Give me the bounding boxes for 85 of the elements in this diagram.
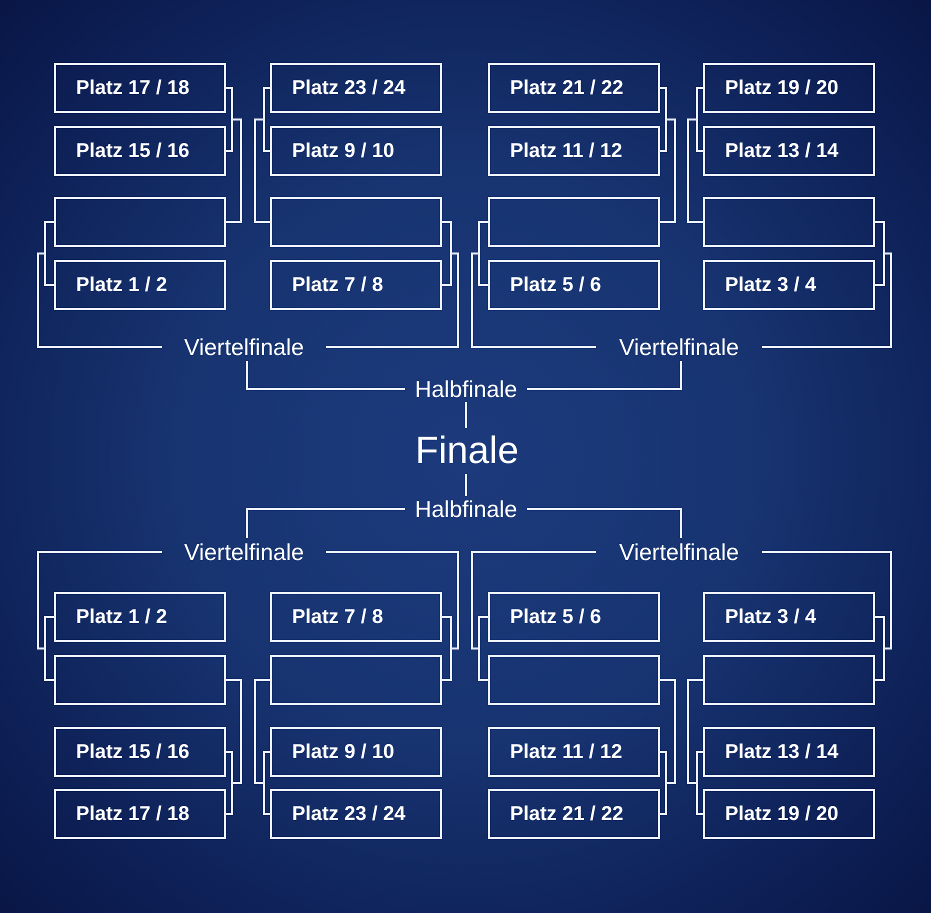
placement-label: Platz 19 / 20 [725, 76, 838, 100]
placement-label: Platz 1 / 2 [76, 606, 168, 628]
round-label: Viertelfinale [162, 538, 326, 566]
round-label: Halbfinale [405, 496, 527, 522]
bracket-slot-box [703, 789, 875, 839]
bracket-slot-box [270, 789, 442, 839]
bracket-slot-box [703, 592, 875, 642]
bracket-slot-box [54, 126, 226, 176]
bracket-line [326, 551, 459, 650]
round-label: Viertelfinale [596, 333, 762, 361]
bracket-slot-box [488, 126, 660, 176]
placement-label: Platz 23 / 24 [292, 802, 406, 826]
placement-label: Platz 15 / 16 [76, 740, 190, 764]
bracket-line [246, 508, 405, 538]
placement-label: Platz 23 / 24 [292, 76, 406, 100]
bracket-slot-box [703, 126, 875, 176]
bracket-line [465, 402, 467, 428]
bracket-line [465, 474, 467, 496]
placement-label: Platz 17 / 18 [76, 76, 190, 100]
placement-label: Platz 11 / 12 [510, 740, 622, 764]
bracket-line [762, 551, 892, 650]
bracket-slot-box [703, 655, 875, 705]
bracket-slot-box [54, 655, 226, 705]
placement-label: Platz 15 / 16 [76, 140, 190, 162]
bracket-slot-box [488, 655, 660, 705]
bracket-slot-box [270, 655, 442, 705]
placement-label: Platz 21 / 22 [510, 76, 624, 100]
bracket-slot-box [54, 197, 226, 247]
bracket-line [660, 679, 676, 815]
bracket-slot-box [270, 727, 442, 777]
bracket-slot-box [703, 197, 875, 247]
placement-label: Platz 13 / 14 [725, 140, 838, 162]
bracket-slot-box [703, 727, 875, 777]
bracket-line [37, 252, 162, 348]
bracket-line [660, 118, 676, 223]
bracket-slot-box [54, 789, 226, 839]
bracket-slot-box [488, 197, 660, 247]
bracket-slot-box [270, 63, 442, 113]
round-label: Viertelfinale [596, 538, 762, 566]
bracket-line [527, 508, 682, 538]
bracket-line [326, 252, 459, 348]
bracket-slot-box [488, 727, 660, 777]
bracket-line [687, 118, 703, 223]
placement-label: Platz 7 / 8 [292, 274, 384, 296]
bracket-line [471, 252, 596, 348]
bracket-slot-box [488, 260, 660, 310]
round-label: Halbfinale [405, 376, 527, 402]
bracket-line [246, 361, 405, 390]
bracket-slot-box [488, 592, 660, 642]
bracket-line [254, 679, 270, 815]
bracket-line [226, 118, 242, 223]
bracket-slot-box [54, 260, 226, 310]
placement-label: Platz 3 / 4 [725, 606, 816, 628]
bracket-slot-box [54, 592, 226, 642]
placement-label: Platz 21 / 22 [510, 802, 624, 826]
bracket-line [471, 551, 596, 650]
bracket-line [527, 361, 682, 390]
bracket-line [762, 252, 892, 348]
placement-label: Platz 1 / 2 [76, 274, 168, 296]
bracket-slot-box [54, 63, 226, 113]
placement-label: Platz 5 / 6 [510, 606, 602, 628]
bracket-slot-box [488, 789, 660, 839]
bracket-line [37, 551, 162, 650]
bracket-slot-box [703, 63, 875, 113]
placement-label: Platz 3 / 4 [725, 274, 816, 296]
final-label: Finale [410, 428, 524, 474]
bracket-slot-box [270, 592, 442, 642]
bracket-slot-box [270, 126, 442, 176]
bracket-slot-box [703, 260, 875, 310]
round-label: Viertelfinale [162, 333, 326, 361]
placement-label: Platz 19 / 20 [725, 802, 838, 826]
placement-label: Platz 17 / 18 [76, 802, 190, 826]
bracket-slot-box [270, 197, 442, 247]
bracket-line [254, 118, 270, 223]
bracket-slot-box [488, 63, 660, 113]
bracket-line [226, 679, 242, 815]
placement-label: Platz 9 / 10 [292, 140, 394, 162]
placement-label: Platz 13 / 14 [725, 740, 838, 764]
placement-label: Platz 11 / 12 [510, 140, 622, 162]
bracket-slot-box [270, 260, 442, 310]
placement-label: Platz 7 / 8 [292, 606, 384, 628]
bracket-line [687, 679, 703, 815]
placement-label: Platz 5 / 6 [510, 274, 602, 296]
placement-label: Platz 9 / 10 [292, 740, 394, 764]
bracket-slot-box [54, 727, 226, 777]
